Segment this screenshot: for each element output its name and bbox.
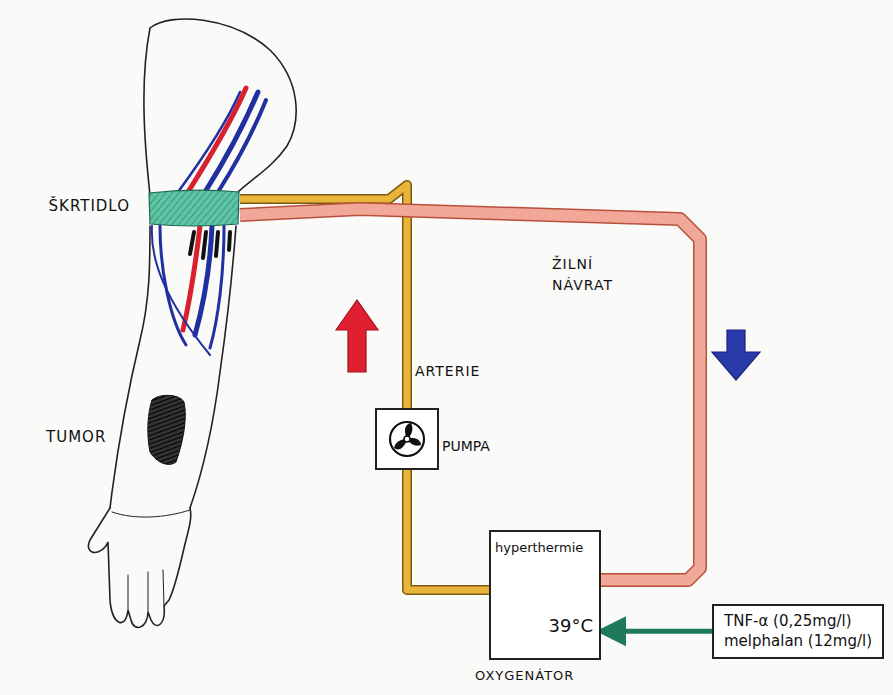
pump-label: PUMPA bbox=[442, 438, 490, 454]
drug-box: TNF-α (0,25mg/l)melphalan (12mg/l) bbox=[712, 604, 884, 659]
drug-dose: melphalan (12mg/l) bbox=[724, 631, 872, 651]
tube-label: ŽILNÍ NÁVRAT bbox=[552, 254, 652, 296]
drug-dose: TNF-α (0,25mg/l) bbox=[724, 611, 872, 631]
fan-icon bbox=[377, 410, 437, 468]
tourniquet-band: ŠKRTIDLO bbox=[148, 190, 240, 226]
temperature-value: 39°C bbox=[549, 615, 593, 636]
tube-label: ARTERIE bbox=[415, 361, 480, 382]
artery-tube bbox=[407, 470, 489, 590]
tumor-label: TUMOR bbox=[46, 428, 106, 446]
pump-box: PUMPA bbox=[375, 408, 439, 470]
flow-arrow-down bbox=[712, 330, 760, 380]
arm-outline bbox=[88, 19, 296, 627]
oxygenator-label: OXYGENÁTOR bbox=[475, 668, 574, 683]
tourniquet-label: ŠKRTIDLO bbox=[49, 197, 130, 215]
hyperthermia-label: hyperthermie bbox=[495, 540, 583, 555]
tumor-mass bbox=[148, 395, 185, 464]
flow-arrow-up bbox=[336, 300, 378, 372]
venous-return-tube bbox=[240, 209, 700, 580]
tourniquet-shape bbox=[148, 190, 240, 226]
oxygenator-box: hyperthermie39°COXYGENÁTOR bbox=[489, 530, 601, 660]
drug-inflow-arrow bbox=[601, 631, 712, 632]
